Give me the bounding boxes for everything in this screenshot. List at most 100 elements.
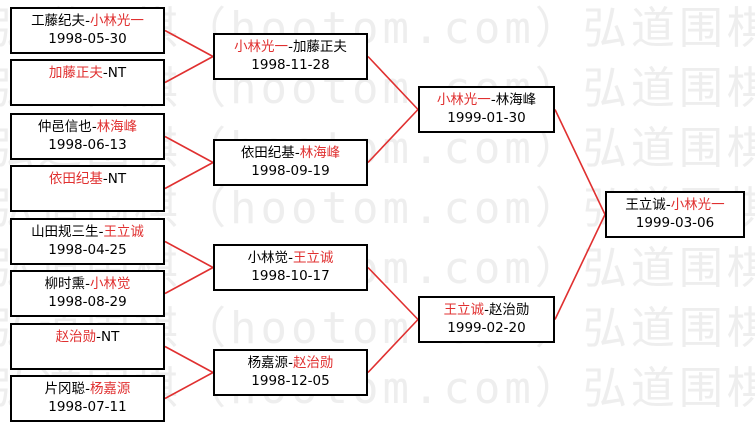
player-2-name: 小林光一 [89, 13, 144, 29]
player-1-name: 片冈聪 [44, 381, 86, 397]
player-1-name: 小林光一 [436, 92, 491, 108]
match-box-r1-7: 赵治勋-NT [10, 323, 165, 370]
player-separator: - [85, 13, 90, 29]
player-2-name: 赵治勋 [292, 355, 334, 371]
player-1-name: 王立诚 [625, 197, 666, 213]
match-players: 山田规三生-王立诚 [12, 223, 163, 241]
match-players: 片冈聪-杨嘉源 [12, 380, 163, 398]
match-date: 1999-01-30 [447, 110, 526, 126]
connector-r2-3-to-r3-2 [367, 266, 419, 321]
match-date: 1998-11-28 [251, 57, 330, 73]
match-date: 1998-10-17 [251, 268, 330, 284]
match-players: 小林光一-林海峰 [420, 91, 553, 109]
player-separator: - [102, 65, 108, 81]
player-separator: - [85, 381, 90, 397]
connector-r3-1-to-r4-1 [554, 109, 606, 215]
connector-r1-6-to-r2-3 [164, 266, 214, 295]
match-date: 1998-12-05 [251, 373, 330, 389]
player-separator: - [288, 39, 293, 55]
match-players: 依田纪基-NT [12, 170, 163, 188]
player-separator: - [294, 145, 300, 161]
player-2-name: 小林觉 [89, 276, 131, 292]
match-players: 杨嘉源-赵治勋 [215, 354, 366, 372]
match-date: 1998-07-11 [48, 399, 127, 415]
connector-r1-4-to-r2-2 [164, 161, 214, 190]
connector-r2-1-to-r3-1 [367, 55, 419, 111]
player-1-name: 仲邑信也 [37, 119, 92, 135]
match-date: 1998-05-30 [48, 31, 127, 47]
match-box-r1-2: 加藤正夫-NT [10, 59, 165, 106]
player-2-name: NT [107, 65, 127, 81]
player-2-name: 王立诚 [103, 224, 144, 240]
player-separator: - [96, 329, 101, 345]
player-separator: - [98, 224, 104, 240]
match-players: 王立诚-小林光一 [607, 196, 743, 214]
match-players: 柳时熏-小林觉 [12, 275, 163, 293]
match-players: 小林光一-加藤正夫 [215, 38, 366, 56]
player-separator: - [288, 355, 293, 371]
player-separator: - [91, 119, 97, 135]
player-1-name: 小林觉 [247, 250, 289, 266]
connector-r2-2-to-r3-1 [367, 108, 419, 164]
player-separator: - [288, 250, 293, 266]
player-1-name: 依田纪基 [48, 171, 103, 187]
connector-r1-2-to-r2-1 [164, 55, 214, 84]
player-1-name: 赵治勋 [55, 329, 97, 345]
player-1-name: 依田纪基 [240, 145, 295, 161]
connector-r3-2-to-r4-1 [554, 214, 606, 320]
match-date: 1998-08-29 [48, 294, 127, 310]
match-players: 工藤纪夫-小林光一 [12, 12, 163, 30]
player-separator: - [102, 171, 108, 187]
match-date: 1999-02-20 [447, 320, 526, 336]
player-1-name: 加藤正夫 [48, 65, 103, 81]
match-players: 赵治勋-NT [12, 328, 163, 346]
connector-r1-7-to-r2-4 [164, 345, 214, 374]
player-2-name: NT [107, 171, 127, 187]
player-2-name: 林海峰 [299, 145, 341, 161]
match-date: 1998-09-19 [251, 163, 330, 179]
match-players: 王立诚-赵治勋 [420, 301, 553, 319]
connector-r1-5-to-r2-3 [164, 240, 214, 269]
match-date: 1998-06-13 [48, 137, 127, 153]
player-1-name: 山田规三生 [31, 224, 99, 240]
player-separator: - [484, 302, 489, 318]
player-2-name: 赵治勋 [488, 302, 530, 318]
player-1-name: 小林光一 [234, 39, 289, 55]
player-2-name: NT [101, 329, 120, 345]
connector-r1-1-to-r2-1 [164, 29, 214, 58]
player-2-name: 王立诚 [292, 250, 334, 266]
player-2-name: 杨嘉源 [89, 381, 131, 397]
player-separator: - [85, 276, 90, 292]
player-separator: - [665, 197, 671, 213]
player-separator: - [490, 92, 496, 108]
match-players: 加藤正夫-NT [12, 64, 163, 82]
match-players: 仲邑信也-林海峰 [12, 118, 163, 136]
match-date: 1998-04-25 [48, 242, 127, 258]
match-players: 小林觉-王立诚 [215, 249, 366, 267]
connector-r1-8-to-r2-4 [164, 371, 214, 400]
player-1-name: 杨嘉源 [247, 355, 289, 371]
match-box-r1-4: 依田纪基-NT [10, 165, 165, 212]
player-2-name: 林海峰 [495, 92, 537, 108]
player-2-name: 小林光一 [670, 197, 725, 213]
player-1-name: 王立诚 [443, 302, 485, 318]
player-1-name: 柳时熏 [44, 276, 86, 292]
player-1-name: 工藤纪夫 [31, 13, 86, 29]
match-date: 1999-03-06 [635, 215, 715, 231]
player-2-name: 林海峰 [96, 119, 138, 135]
player-2-name: 加藤正夫 [292, 39, 347, 55]
match-players: 依田纪基-林海峰 [215, 144, 366, 162]
